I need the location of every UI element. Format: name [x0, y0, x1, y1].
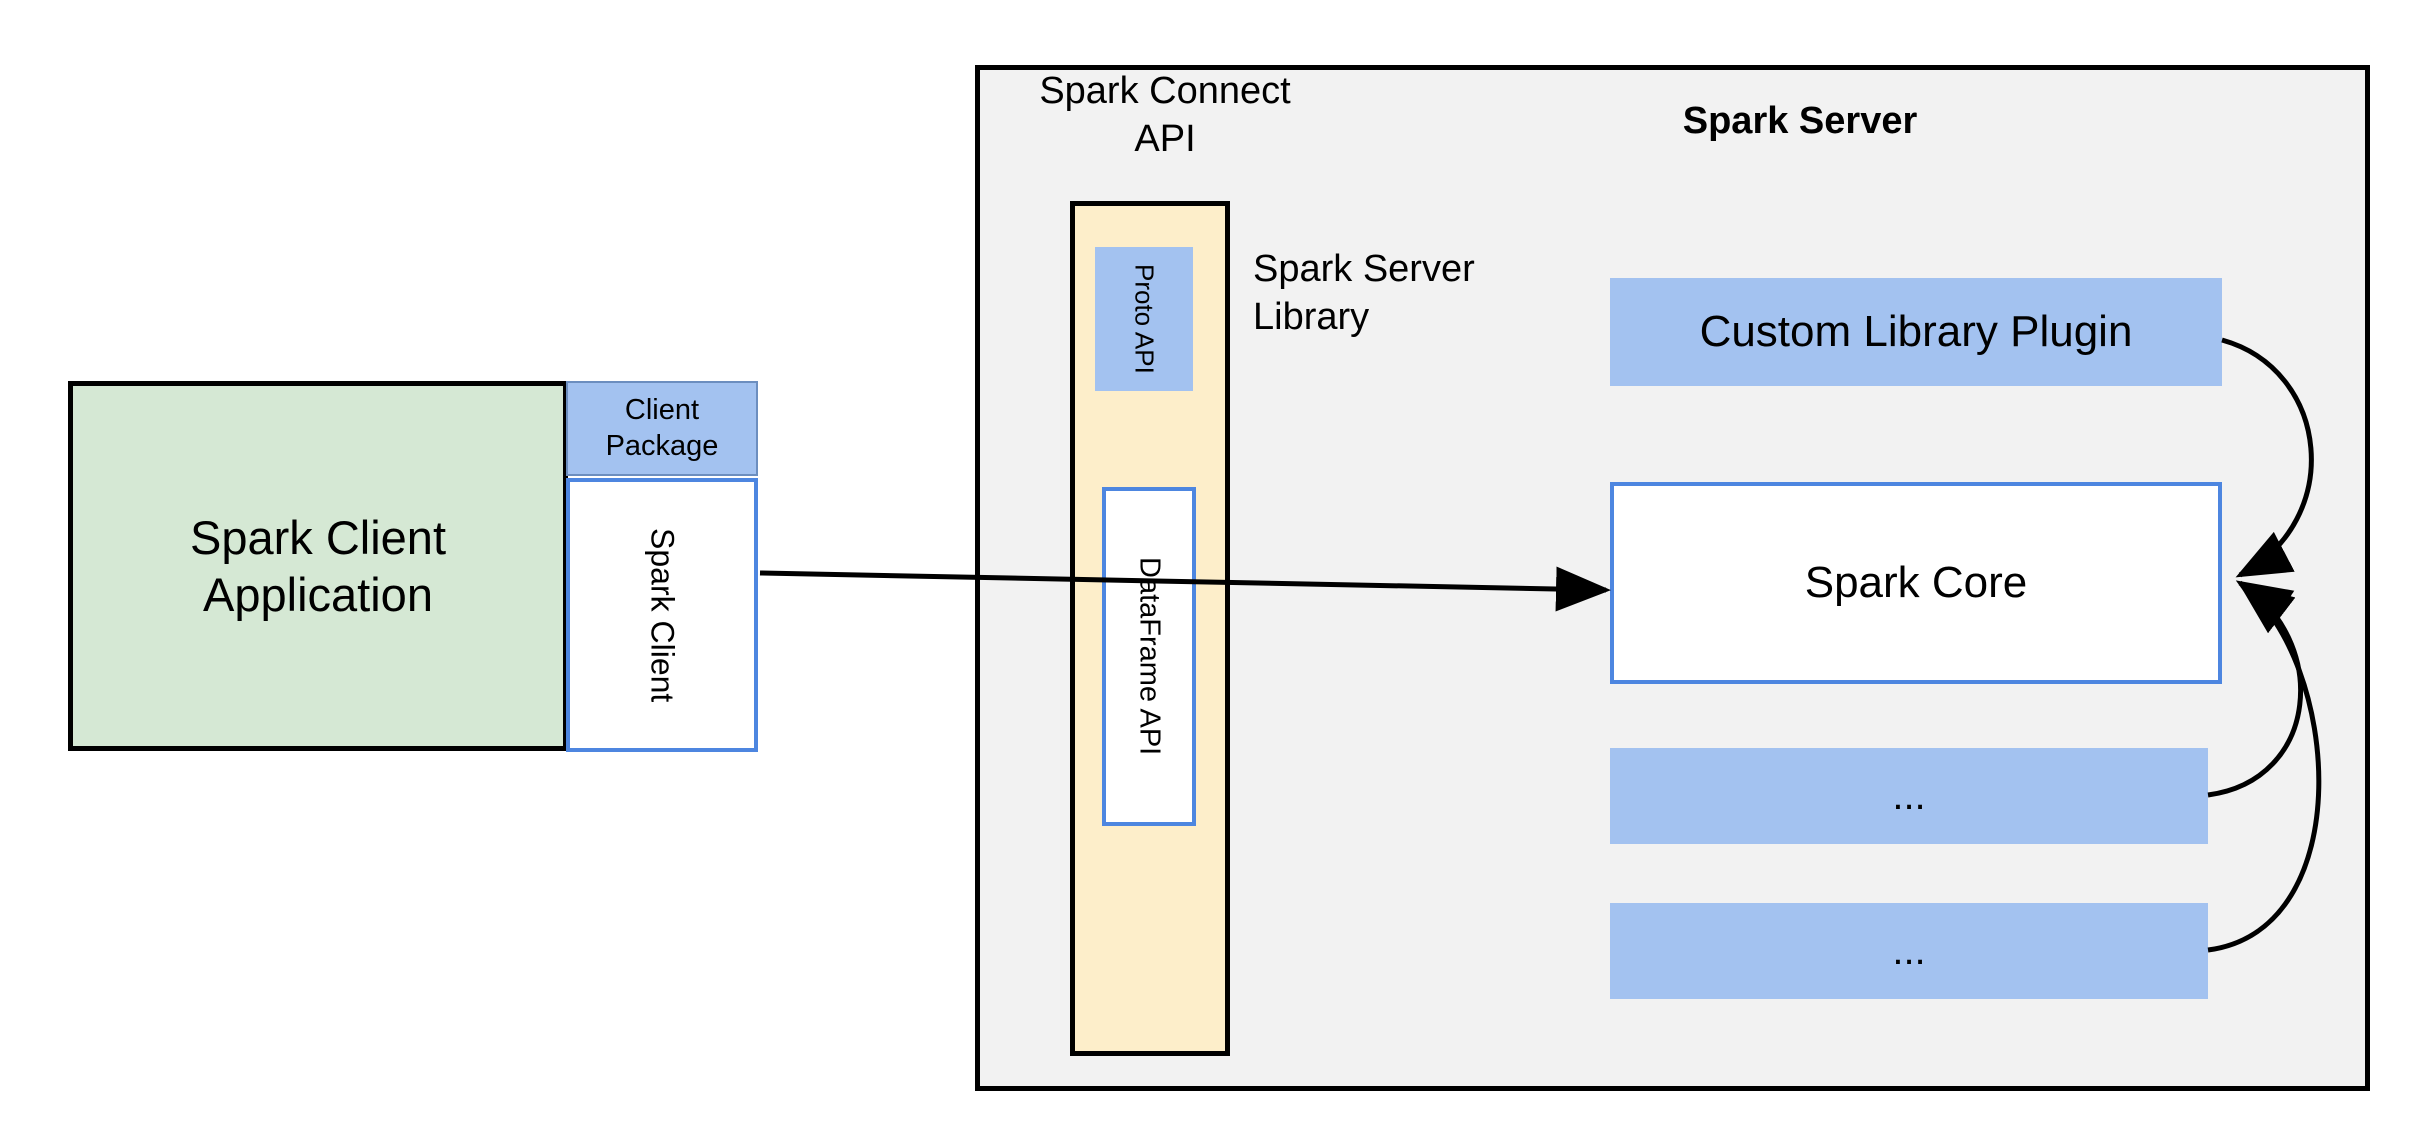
- custom-library-plugin-label: Custom Library Plugin: [1699, 307, 2133, 356]
- plugin-placeholder-box-2[interactable]: ...: [1610, 903, 2208, 999]
- plugin-placeholder-label-1: ...: [1892, 773, 1926, 818]
- client-package-label: Client Package: [606, 393, 719, 464]
- proto-api-label: Proto API: [1129, 264, 1160, 374]
- spark-client-application-box[interactable]: Spark Client Application: [68, 381, 568, 751]
- spark-connect-api-label-line2: API: [1134, 117, 1196, 160]
- spark-core-box[interactable]: Spark Core: [1610, 482, 2222, 684]
- spark-connect-api-label-line1: Spark Connect: [1039, 70, 1291, 112]
- client-package-box[interactable]: Client Package: [566, 381, 758, 476]
- custom-library-plugin-box[interactable]: Custom Library Plugin: [1610, 278, 2222, 386]
- dataframe-api-box[interactable]: DataFrame API: [1102, 487, 1196, 826]
- spark-connect-api-label: Spark Connect API: [1020, 68, 1310, 163]
- spark-server-title: Spark Server: [1682, 100, 1918, 142]
- spark-core-label: Spark Core: [1804, 558, 2028, 607]
- client-package-label-line1: Client: [624, 394, 700, 427]
- proto-api-box[interactable]: Proto API: [1095, 247, 1193, 391]
- spark-client-application-label-line2: Application: [203, 568, 433, 621]
- spark-server-library-label-line1: Spark Server: [1253, 248, 1475, 290]
- spark-server-library-label: Spark Server Library: [1253, 246, 1553, 341]
- plugin-placeholder-label-2: ...: [1892, 928, 1926, 973]
- client-package-label-line2: Package: [605, 429, 719, 462]
- spark-client-application-label-line1: Spark Client: [190, 510, 446, 564]
- spark-client-label: Spark Client: [644, 527, 681, 703]
- spark-client-box[interactable]: Spark Client: [566, 478, 758, 752]
- dataframe-api-label: DataFrame API: [1133, 557, 1166, 756]
- plugin-placeholder-box-1[interactable]: ...: [1610, 748, 2208, 844]
- spark-client-application-label: Spark Client Application: [190, 509, 446, 624]
- spark-server-library-label-line2: Library: [1253, 295, 1370, 338]
